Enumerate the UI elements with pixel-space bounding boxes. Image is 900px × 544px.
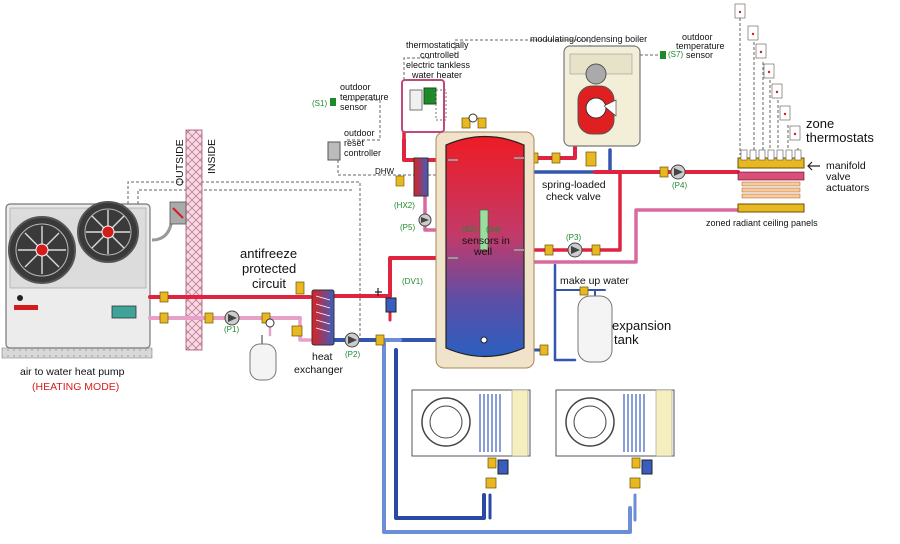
air-handler-right [555, 389, 675, 475]
wall-controller [151, 201, 187, 242]
inside-label: INSIDE [206, 139, 218, 174]
outdoor-sensor-s1 [330, 98, 336, 106]
electric-tankless-heater [401, 79, 447, 133]
heat-pump-unit [5, 201, 151, 349]
heating-mode-label: (HEATING MODE) [32, 381, 119, 393]
main-expansion-tank [577, 290, 613, 363]
tag-dv1: (DV1) [402, 277, 423, 286]
pump-p2 [344, 332, 360, 348]
antifreeze-label-1: antifreeze [240, 246, 297, 261]
pump-p5 [418, 213, 432, 227]
reset-controller-label-1: outdoor [344, 128, 375, 138]
outdoor-sensor-label-3: sensor [340, 102, 367, 112]
dhw-heat-exchanger-hx2 [395, 157, 429, 197]
tag-s4: (S4) [486, 225, 501, 234]
outdoor-sensor-label-2: temperature [340, 92, 389, 102]
spring-check-label-2: check valve [546, 191, 601, 203]
outdoor-sensor-s7 [660, 51, 666, 59]
antifreeze-label-2: protected [242, 261, 296, 276]
tag-s1: (S1) [312, 99, 327, 108]
pump-p3 [567, 242, 583, 258]
tag-s7: (S7) [668, 50, 683, 59]
tankless-label-4: water heater [411, 70, 462, 80]
manifold-arrow [807, 161, 820, 171]
heat-exchanger-label-1: heat [312, 351, 333, 363]
tag-s2: (S2) [462, 225, 477, 234]
tag-hx2: (HX2) [394, 201, 415, 210]
tankless-label-1: thermostatically [406, 40, 469, 50]
tag-p4: (P4) [672, 181, 687, 190]
manifold-label-2: valve [826, 171, 851, 183]
manifold-label-1: manifold [826, 160, 866, 172]
heat-exchanger [311, 289, 335, 346]
modulating-boiler [563, 45, 641, 147]
zone-thermostats [734, 3, 801, 141]
reset-controller-label-2: reset [344, 138, 365, 148]
air-handler-left [411, 389, 531, 475]
outdoor-sensor-label-1: outdoor [340, 82, 371, 92]
reset-controller [327, 141, 341, 161]
boiler-label: modulating/condensing boiler [530, 34, 647, 44]
make-up-water-label: make up water [560, 275, 629, 287]
heat-pump-label: air to water heat pump [20, 366, 125, 378]
zone-thermostats-label-1: zone [806, 116, 834, 131]
reset-controller-label-3: controller [344, 148, 381, 158]
spring-check-label-1: spring-loaded [542, 179, 606, 191]
tag-p1: (P1) [224, 325, 239, 334]
fan-right [77, 201, 139, 263]
pump-p1 [224, 310, 240, 326]
piping [148, 110, 740, 534]
sensors-well-label-2: well [473, 246, 492, 258]
radiant-manifold [737, 149, 805, 213]
tag-p3: (P3) [566, 233, 581, 242]
diverter-valve-dv1 [375, 288, 397, 313]
pump-p4 [670, 164, 686, 180]
outside-label: OUTSIDE [174, 139, 186, 186]
boiler-sensor-label-1: outdoor [682, 32, 713, 42]
sensors-well-label-1: sensors in [462, 235, 510, 247]
zone-thermostats-label-2: thermostats [806, 130, 874, 145]
radiant-panels-label: zoned radiant ceiling panels [706, 218, 818, 228]
tag-p2: (P2) [345, 350, 360, 359]
boiler-sensor-label-3: sensor [686, 50, 713, 60]
fan-left [8, 216, 76, 284]
boiler-sensor-label-2: temperature [676, 41, 725, 51]
tankless-label-2: controlled [420, 50, 459, 60]
heat-exchanger-label-2: exchanger [294, 364, 344, 376]
storage-tank [435, 113, 535, 369]
dhw-label: DHW [375, 167, 395, 176]
manifold-label-3: actuators [826, 182, 869, 194]
glycol-expansion-tank [249, 318, 277, 381]
thermostat-displays [738, 10, 797, 136]
ground-slab [1, 347, 153, 359]
expansion-tank-label-2: tank [614, 332, 639, 347]
tag-p5: (P5) [400, 223, 415, 232]
tankless-label-3: electric tankless [406, 60, 471, 70]
expansion-tank-label-1: expansion [612, 318, 671, 333]
antifreeze-label-3: circuit [252, 276, 286, 291]
